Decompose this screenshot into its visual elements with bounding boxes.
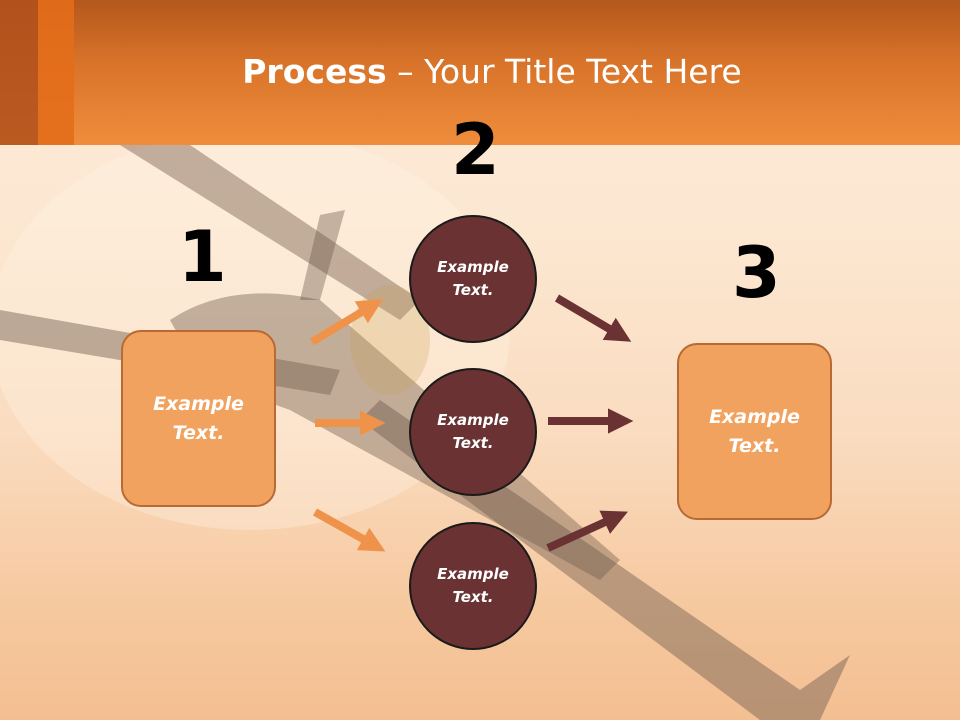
arrow-1-to-circle-top — [309, 299, 384, 346]
circle-bottom-line1: Example — [437, 565, 509, 583]
circle-top-line1: Example — [437, 258, 509, 276]
step-number-1: 1 — [178, 216, 227, 298]
circle-top-line2: Text. — [452, 281, 494, 299]
step-number-3: 3 — [732, 232, 781, 314]
header-accent-stripe — [38, 0, 74, 145]
arrow-circle-top-to-3 — [554, 294, 632, 342]
title-bold: Process — [242, 52, 387, 91]
arrow-circle-bottom-to-3 — [546, 510, 628, 552]
arrow-1-to-circle-bottom — [313, 508, 386, 552]
slide-title: Process – Your Title Text Here — [0, 52, 960, 91]
step-number-2: 2 — [451, 109, 500, 191]
step-3-label-line2: Text. — [728, 434, 781, 457]
step-3-label-line1: Example — [709, 405, 800, 428]
circle-bottom-line2: Text. — [452, 588, 494, 606]
header-accent-stripe — [0, 0, 38, 145]
circle-middle-line1: Example — [437, 411, 509, 429]
circle-middle-line2: Text. — [452, 434, 494, 452]
title-bar: Process – Your Title Text Here — [0, 0, 960, 145]
title-rest: – Your Title Text Here — [386, 52, 742, 91]
step-1-label-line1: Example — [153, 392, 244, 415]
step-1-label-line2: Text. — [172, 421, 225, 444]
